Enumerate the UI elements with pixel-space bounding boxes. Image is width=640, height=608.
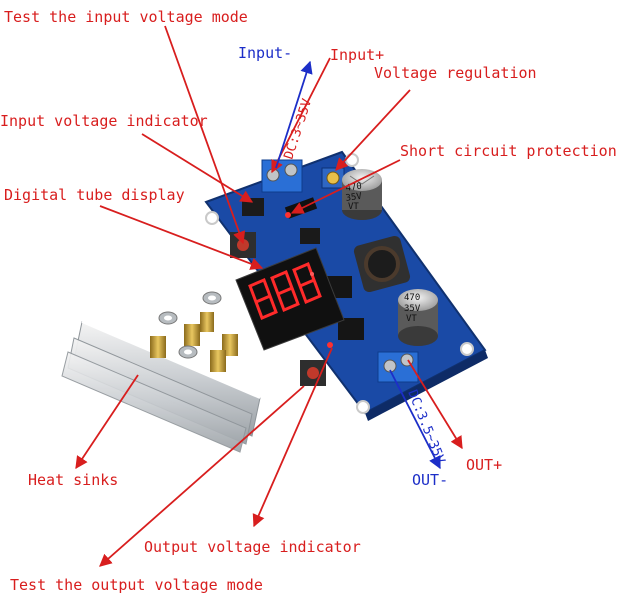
label-voltage-regulation: Voltage regulation — [374, 64, 537, 82]
seven-segment-digits — [248, 262, 322, 320]
label-short-circuit-protection: Short circuit protection — [400, 142, 617, 160]
label-test-output-mode: Test the output voltage mode — [10, 576, 263, 594]
label-input-plus: Input+ — [330, 46, 385, 64]
heat-sinks — [61, 321, 261, 453]
cap-bottom-mark: VT — [406, 314, 417, 324]
cap-bottom-voltage: 35V — [404, 304, 421, 314]
pcb-board — [204, 150, 488, 421]
cap-top-voltage: 35V — [345, 192, 363, 204]
callout-arrows-blue — [275, 60, 441, 470]
label-input-voltage-indicator: Input voltage indicator — [0, 112, 208, 130]
cap-top-mark: VT — [348, 202, 359, 212]
label-out-plus: OUT+ — [466, 456, 503, 474]
label-digital-tube-display: Digital tube display — [4, 186, 185, 204]
dc-output-range-label: DC:3.5~35V — [404, 388, 447, 466]
dc-input-range-label: DC:3~35V — [282, 97, 316, 161]
label-output-voltage-indicator: Output voltage indicator — [144, 538, 361, 556]
callout-arrows-red — [75, 25, 463, 567]
label-input-minus: Input- — [238, 44, 293, 62]
label-heat-sinks: Heat sinks — [28, 471, 119, 489]
label-out-minus: OUT- — [412, 471, 449, 489]
cap-bottom-value: 470 — [404, 293, 420, 303]
brass-standoffs — [150, 291, 238, 372]
label-test-input-mode: Test the input voltage mode — [4, 8, 248, 26]
